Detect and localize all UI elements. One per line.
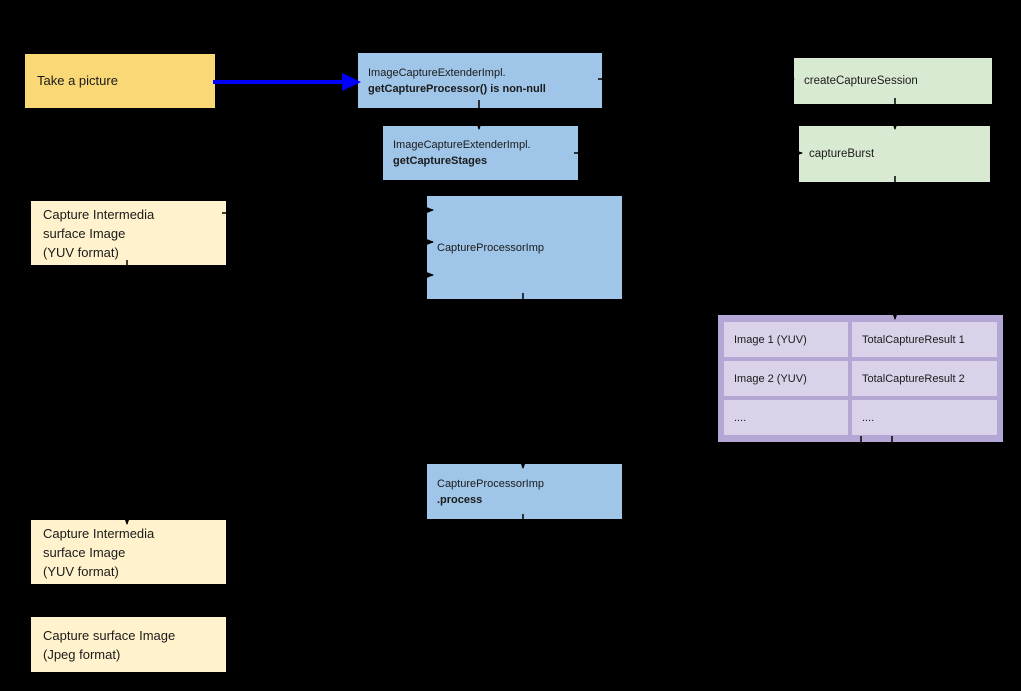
table-cell-result-1-label: TotalCaptureResult 1 — [862, 333, 965, 346]
node-capture-burst-label: captureBurst — [809, 148, 875, 160]
table-cell-result-2-label: TotalCaptureResult 2 — [862, 372, 965, 385]
table-cell-image-1-label: Image 1 (YUV) — [734, 333, 807, 346]
node-intermedia-surface-top-line1: Capture Intermedia — [43, 206, 155, 222]
arrow-table-to-process — [625, 436, 862, 495]
table-cell-result-more-label: .... — [862, 411, 875, 424]
table-cell-result-more: .... — [852, 400, 997, 435]
node-get-capture-stages-line2: getCaptureStages — [393, 155, 488, 167]
node-create-capture-session: createCaptureSession — [794, 58, 992, 104]
table-cell-image-2-label: Image 2 (YUV) — [734, 372, 807, 385]
node-capture-processor-process-line1: CaptureProcessorImp — [437, 477, 544, 490]
capture-results-table: Image 1 (YUV) TotalCaptureResult 1 Image… — [718, 315, 1003, 442]
node-intermedia-surface-top: Capture Intermedia surface Image (YUV fo… — [31, 201, 226, 265]
table-cell-image-1: Image 1 (YUV) — [724, 322, 848, 357]
table-cell-image-2: Image 2 (YUV) — [724, 361, 848, 396]
arrow-take-picture-to-processor — [213, 73, 361, 91]
node-take-a-picture: Take a picture — [25, 54, 215, 108]
node-intermedia-surface-top-line2: surface Image — [43, 225, 126, 241]
table-cell-image-more-label: .... — [734, 411, 747, 424]
node-intermedia-surface-bottom: Capture Intermedia surface Image (YUV fo… — [31, 520, 226, 584]
node-create-capture-session-label: createCaptureSession — [804, 75, 918, 87]
table-cell-image-more: .... — [724, 400, 848, 435]
table-cell-result-2: TotalCaptureResult 2 — [852, 361, 997, 396]
node-get-capture-processor: ImageCaptureExtenderImpl. getCaptureProc… — [358, 53, 602, 108]
node-take-a-picture-label: Take a picture — [37, 73, 118, 88]
arrow-process-to-jpeg — [227, 514, 524, 649]
node-capture-processor-process: CaptureProcessorImp .process — [427, 464, 622, 519]
node-capture-burst: captureBurst — [799, 126, 990, 182]
node-get-capture-processor-line2: getCaptureProcessor() is non-null — [368, 82, 546, 95]
arrow-surface-to-imp-1 — [221, 205, 434, 215]
node-intermedia-surface-bottom-line3: (YUV format) — [43, 563, 119, 579]
node-capture-surface-jpeg-line1: Capture surface Image — [43, 627, 176, 643]
node-get-capture-stages: ImageCaptureExtenderImpl. getCaptureStag… — [383, 126, 578, 180]
node-capture-processor-process-line2: .process — [437, 493, 483, 506]
node-get-capture-processor-line1: ImageCaptureExtenderImpl. — [368, 66, 506, 79]
node-intermedia-surface-bottom-line2: surface Image — [43, 544, 126, 560]
node-intermedia-surface-bottom-line1: Capture Intermedia — [43, 525, 155, 541]
node-capture-processor-imp-label: CaptureProcessorImp — [437, 241, 544, 254]
node-capture-surface-jpeg: Capture surface Image (Jpeg format) — [31, 617, 226, 672]
node-capture-surface-jpeg-line2: (Jpeg format) — [43, 646, 121, 662]
node-intermedia-surface-top-line3: (YUV format) — [43, 244, 119, 260]
node-capture-processor-imp: CaptureProcessorImp — [427, 196, 622, 299]
table-cell-result-1: TotalCaptureResult 1 — [852, 322, 997, 357]
node-get-capture-stages-line1: ImageCaptureExtenderImpl. — [393, 139, 531, 151]
